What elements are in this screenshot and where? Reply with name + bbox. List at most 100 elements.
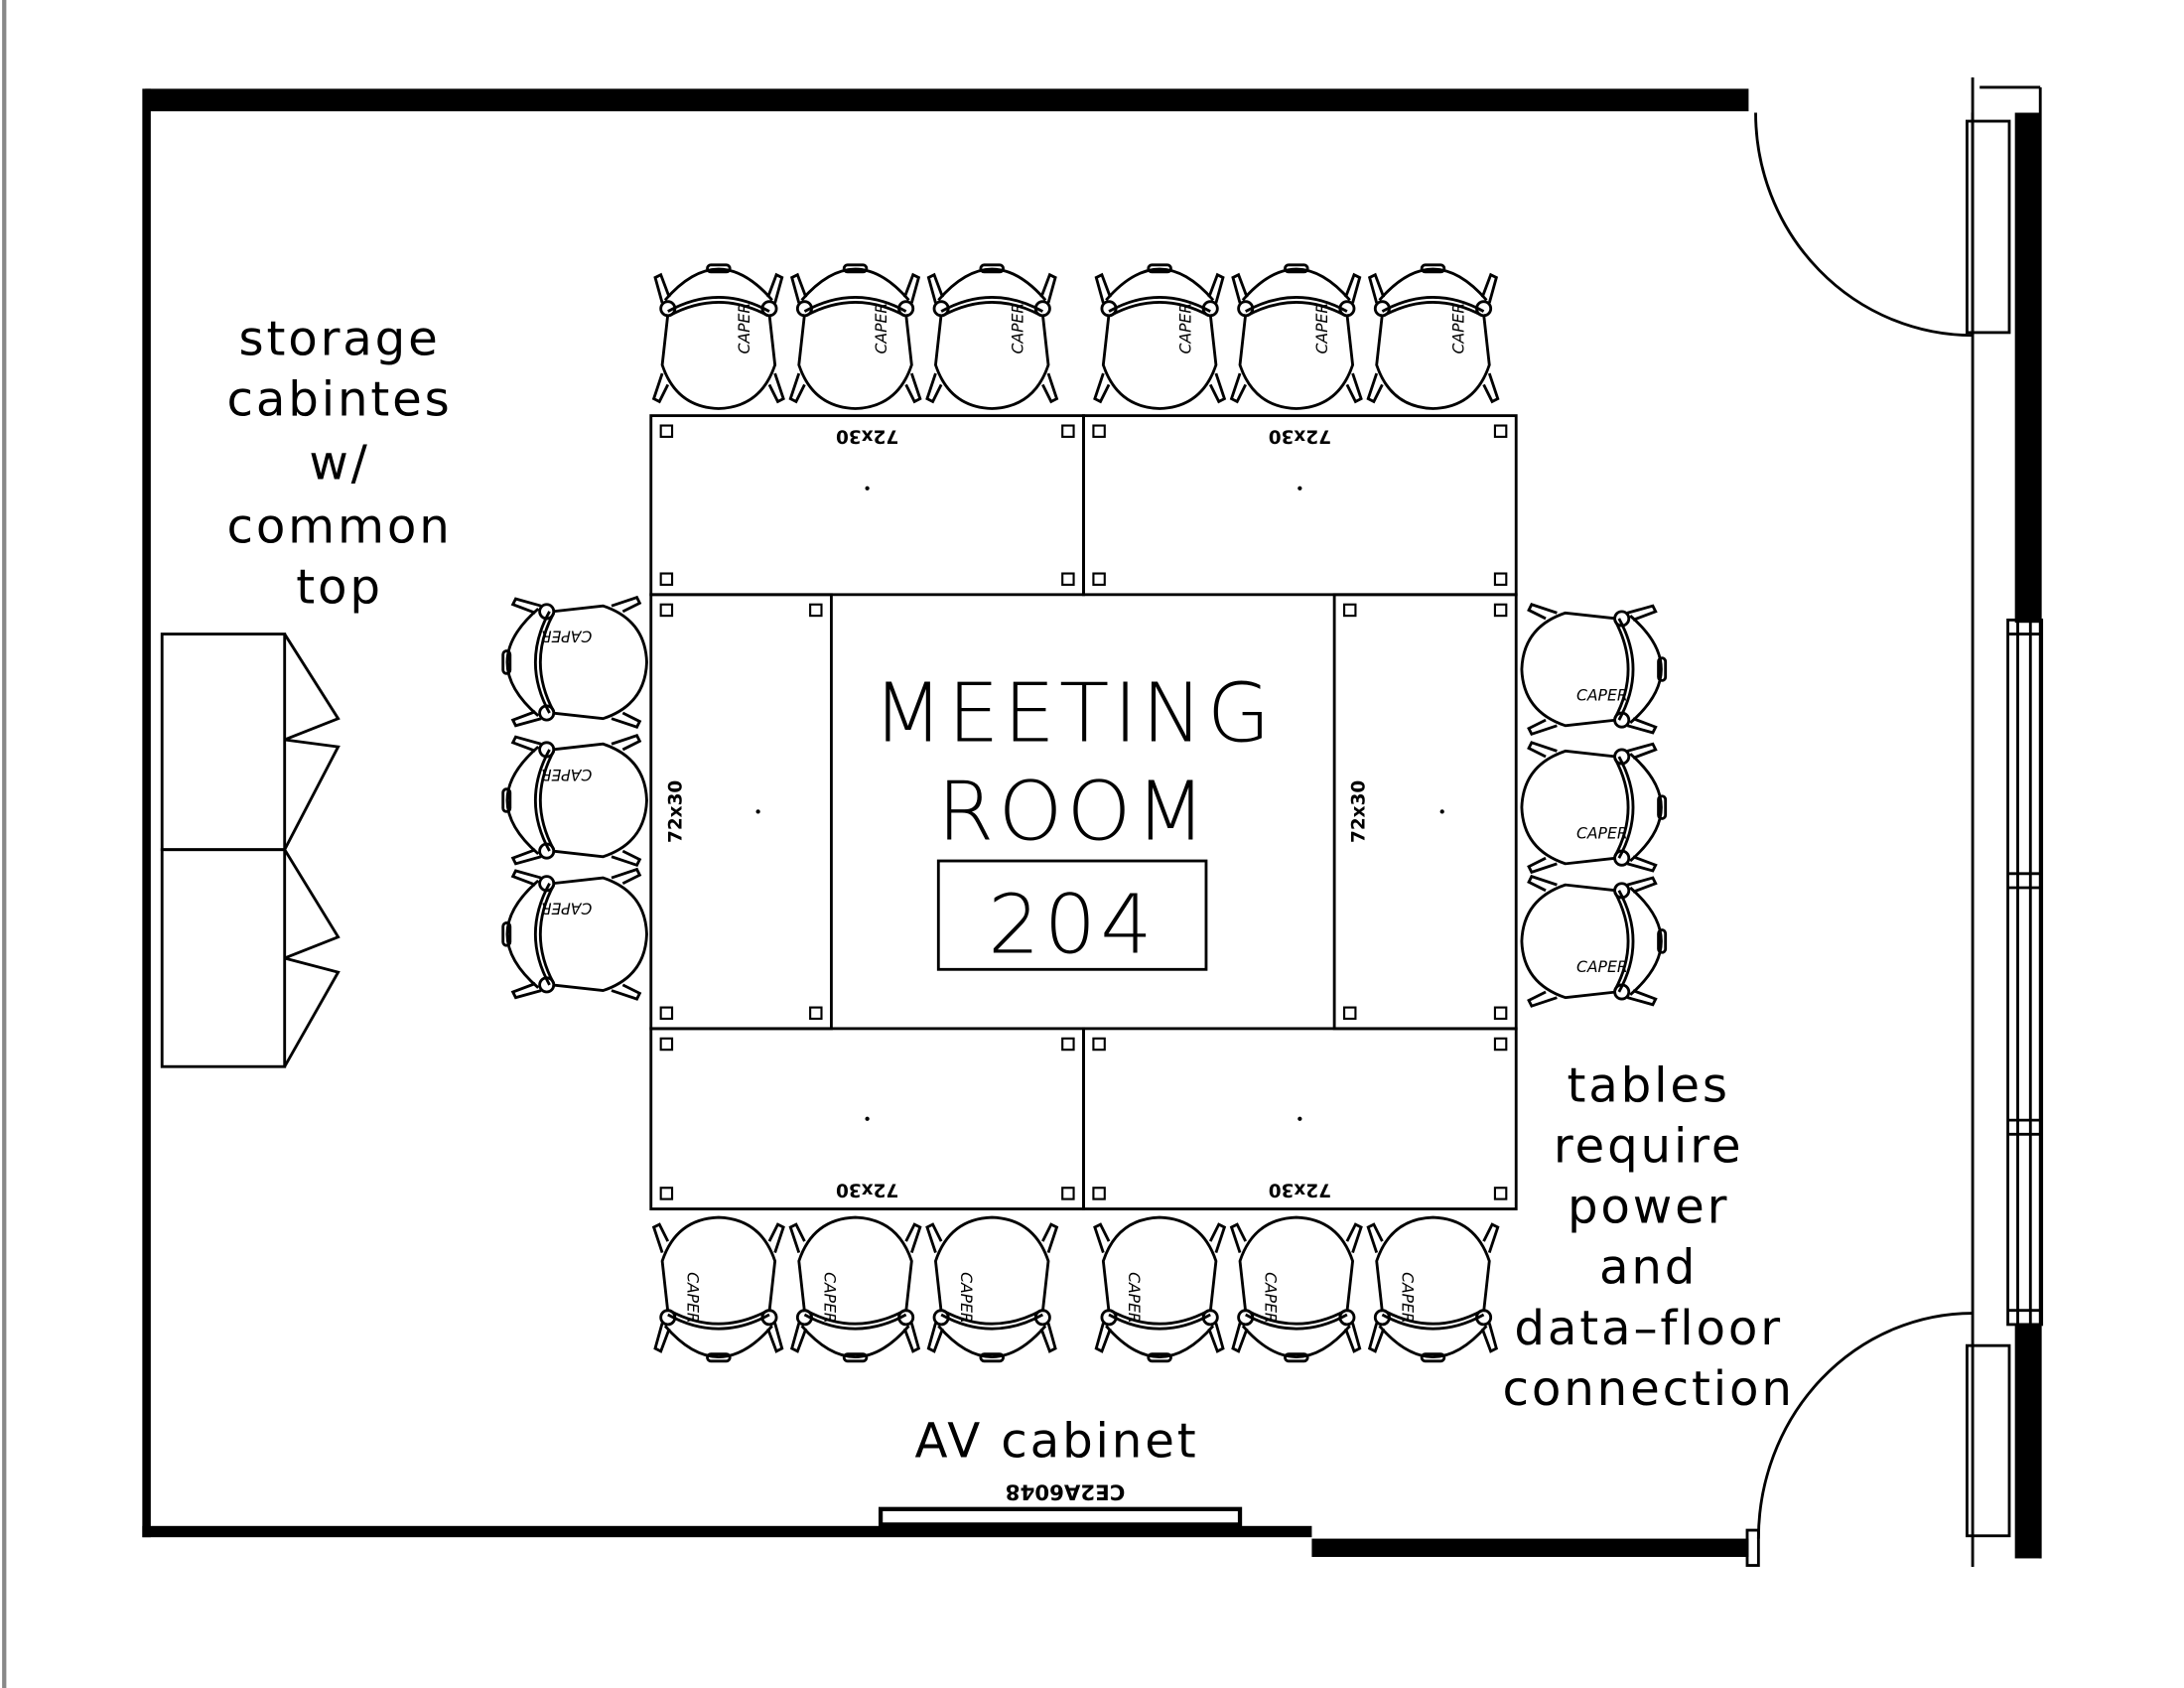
power-outlet-icon xyxy=(659,424,674,438)
chair-brand-label: CAPER xyxy=(873,303,890,354)
chair-brand-label: CAPER xyxy=(1125,1272,1143,1324)
chair-bottom-6[interactable]: CAPER xyxy=(1366,1215,1500,1363)
table-size-label: 72x30 xyxy=(1269,1180,1331,1200)
av-cabinet-label: AV cabinet xyxy=(915,1413,1199,1469)
left-wall xyxy=(142,88,151,1538)
table-size-label: 72x30 xyxy=(836,1180,898,1200)
chair-bottom-4[interactable]: CAPER xyxy=(1093,1215,1227,1363)
chair-brand-label: CAPER xyxy=(1576,824,1628,842)
power-outlet-icon xyxy=(659,1187,674,1200)
chair-right-1[interactable]: CAPER xyxy=(1520,603,1668,737)
chair-brand-label: CAPER xyxy=(957,1272,975,1324)
chair-left-1[interactable]: CAPER xyxy=(501,595,648,729)
chair-right-3[interactable]: CAPER xyxy=(1520,874,1668,1008)
power-outlet-icon xyxy=(1493,603,1508,618)
chair-brand-label: CAPER xyxy=(1576,958,1628,976)
svg-text:w/: w/ xyxy=(309,435,369,491)
table-bottom-right[interactable]: 72x30 xyxy=(1082,1027,1518,1210)
power-outlet-icon xyxy=(1493,572,1508,586)
tables-note: tables require power and data–floor conn… xyxy=(1503,1058,1795,1417)
table-top-right[interactable]: 72x30 xyxy=(1082,414,1518,597)
power-outlet-icon xyxy=(1493,1187,1508,1200)
door-bottom[interactable] xyxy=(1745,1312,1974,1567)
chair-brand-label: CAPER xyxy=(1262,1272,1280,1324)
chair-brand-label: CAPER xyxy=(736,303,753,354)
power-outlet-icon xyxy=(1493,1037,1508,1052)
svg-text:power: power xyxy=(1568,1180,1729,1235)
power-outlet-icon xyxy=(809,1006,823,1021)
power-outlet-icon xyxy=(1061,572,1075,586)
chair-right-2[interactable]: CAPER xyxy=(1520,741,1668,875)
power-outlet-icon xyxy=(1092,1187,1106,1200)
bottom-wall-right xyxy=(1311,1538,1749,1558)
table-size-label: 72x30 xyxy=(1269,425,1331,446)
chair-left-2[interactable]: CAPER xyxy=(501,733,648,868)
chair-top-2[interactable]: CAPER xyxy=(788,263,922,410)
walls xyxy=(142,77,2042,1567)
power-outlet-icon xyxy=(1092,572,1106,586)
table-size-label: 72x30 xyxy=(665,780,686,843)
av-cabinet-tag: CE2A6048 xyxy=(1006,1479,1126,1504)
power-outlet-icon xyxy=(1061,424,1075,438)
chair-bottom-2[interactable]: CAPER xyxy=(788,1215,922,1363)
svg-text:tables: tables xyxy=(1567,1058,1729,1114)
svg-text:require: require xyxy=(1554,1119,1743,1175)
chair-brand-label: CAPER xyxy=(684,1272,702,1324)
chair-top-4[interactable]: CAPER xyxy=(1093,263,1227,410)
power-outlet-icon xyxy=(1092,424,1106,438)
chair-brand-label: CAPER xyxy=(1398,1272,1416,1324)
table-size-label: 72x30 xyxy=(836,425,898,446)
tables: 72x30 72x30 72x30 72x30 72x30 72x30 xyxy=(649,414,1518,1210)
room-name-line2: ROOM xyxy=(937,766,1210,860)
chair-brand-label: CAPER xyxy=(1450,303,1468,354)
top-wall xyxy=(145,88,1749,112)
power-outlet-icon xyxy=(1061,1037,1075,1052)
svg-text:data–floor: data–floor xyxy=(1514,1301,1782,1356)
chair-bottom-3[interactable]: CAPER xyxy=(925,1215,1059,1363)
chair-left-3[interactable]: CAPER xyxy=(501,867,648,1001)
chair-brand-label: CAPER xyxy=(1576,686,1628,704)
chair-brand-label: CAPER xyxy=(1009,303,1026,354)
chair-brand-label: CAPER xyxy=(1176,303,1194,354)
power-outlet-icon xyxy=(1493,424,1508,438)
power-outlet-icon xyxy=(659,603,674,618)
power-outlet-icon xyxy=(659,1006,674,1021)
door-top[interactable] xyxy=(1754,112,1975,338)
svg-text:and: and xyxy=(1599,1240,1698,1296)
av-cabinet[interactable] xyxy=(878,1506,1243,1527)
chair-brand-label: CAPER xyxy=(541,628,593,645)
right-wall-upper xyxy=(2014,112,2041,624)
chair-brand-label: CAPER xyxy=(820,1272,838,1324)
right-wall-lower xyxy=(2014,1324,2041,1559)
power-outlet-icon xyxy=(659,1037,674,1052)
window xyxy=(2006,618,2044,1327)
table-size-label: 72x30 xyxy=(1349,780,1370,843)
chair-bottom-1[interactable]: CAPER xyxy=(651,1215,785,1363)
chair-top-5[interactable]: CAPER xyxy=(1229,263,1363,410)
chair-brand-label: CAPER xyxy=(541,900,593,917)
storage-label: storage cabintes w/ common top xyxy=(226,312,452,616)
svg-text:storage: storage xyxy=(238,312,440,367)
chair-brand-label: CAPER xyxy=(541,766,593,783)
power-outlet-icon xyxy=(1343,1006,1357,1021)
power-outlet-icon xyxy=(809,603,823,618)
room-number: 204 xyxy=(988,878,1157,972)
svg-text:connection: connection xyxy=(1503,1361,1795,1417)
power-outlet-icon xyxy=(1092,1037,1106,1052)
room-number-box xyxy=(936,859,1208,971)
power-outlet-icon xyxy=(1061,1187,1075,1200)
svg-text:cabintes: cabintes xyxy=(226,372,452,428)
svg-text:top: top xyxy=(296,559,383,615)
room-name-line1: MEETING xyxy=(873,666,1275,761)
svg-text:common: common xyxy=(226,498,452,554)
chair-bottom-5[interactable]: CAPER xyxy=(1229,1215,1363,1363)
power-outlet-icon xyxy=(659,572,674,586)
storage-cabinets[interactable] xyxy=(160,633,341,1068)
chair-top-3[interactable]: CAPER xyxy=(925,263,1059,410)
chair-top-1[interactable]: CAPER xyxy=(651,263,785,410)
power-outlet-icon xyxy=(1493,1006,1508,1021)
bottom-wall xyxy=(142,1525,1312,1538)
chair-brand-label: CAPER xyxy=(1313,303,1331,354)
chair-top-6[interactable]: CAPER xyxy=(1366,263,1500,410)
